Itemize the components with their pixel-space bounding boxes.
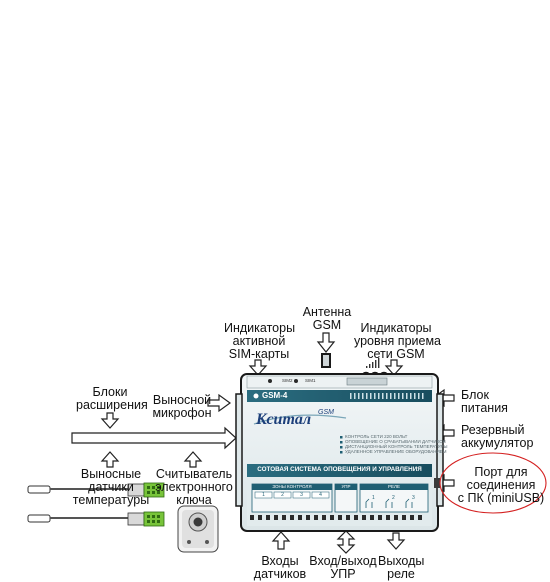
arrow-remote-mic <box>207 393 232 413</box>
zone-number: 2 <box>281 492 284 498</box>
arrow-upr-io <box>336 530 356 554</box>
brand-logo: Кситал <box>256 411 312 428</box>
title-band: СОТОВАЯ СИСТЕМА ОПОВЕЩЕНИЯ И УПРАВЛЕНИЯ <box>257 466 422 473</box>
zone-number: 3 <box>300 492 303 498</box>
zone-number: 4 <box>319 492 322 498</box>
feature-1: КОНТРОЛЬ СЕТИ 220 ВОЛЬТ <box>345 434 408 439</box>
relay-number: 2 <box>392 495 395 501</box>
electronic-key-reader <box>177 505 219 553</box>
zones-label: ЗОНЫ КОНТРОЛЯ <box>272 484 312 489</box>
upr-label: УПР <box>341 484 351 489</box>
feature-2: ОПОВЕЩЕНИЕ О СРАБАТЫВАНИИ ДАТЧИКОВ <box>345 439 446 444</box>
arrow-sensor-inputs <box>271 531 291 550</box>
model-label: GSM-4 <box>262 391 288 400</box>
arrow-signal-indicators <box>384 359 404 376</box>
temperature-sensor-1 <box>27 482 165 498</box>
arrow-key-reader <box>183 451 203 468</box>
arrow-expansion-bus <box>71 426 237 450</box>
arrow-antenna <box>316 332 336 353</box>
brand-suffix: GSM <box>318 409 334 416</box>
feature-3: ДИСТАНЦИОННЫЙ КОНТРОЛЬ ТЕМПЕРАТУРЫ <box>345 444 448 449</box>
temperature-sensor-2 <box>27 511 165 527</box>
feature-4: УДАЛЕННОЕ УПРАВЛЕНИЕ ОБОРУДОВАНИЕМ <box>345 449 447 454</box>
arrow-expansion-blocks <box>100 412 120 429</box>
sim1-label: SIM1 <box>305 378 316 383</box>
arrow-temp-sensors <box>100 451 120 468</box>
relay-number: 3 <box>412 495 415 501</box>
arrow-relay-outputs <box>386 532 406 550</box>
arrow-sim-indicators <box>248 359 268 376</box>
sim2-label: SIM2 <box>282 378 293 383</box>
relay-number: 1 <box>372 495 375 501</box>
relay-label: РЕЛЕ <box>388 484 400 489</box>
pc-port-callout <box>439 452 547 514</box>
zone-number: 1 <box>262 492 265 498</box>
